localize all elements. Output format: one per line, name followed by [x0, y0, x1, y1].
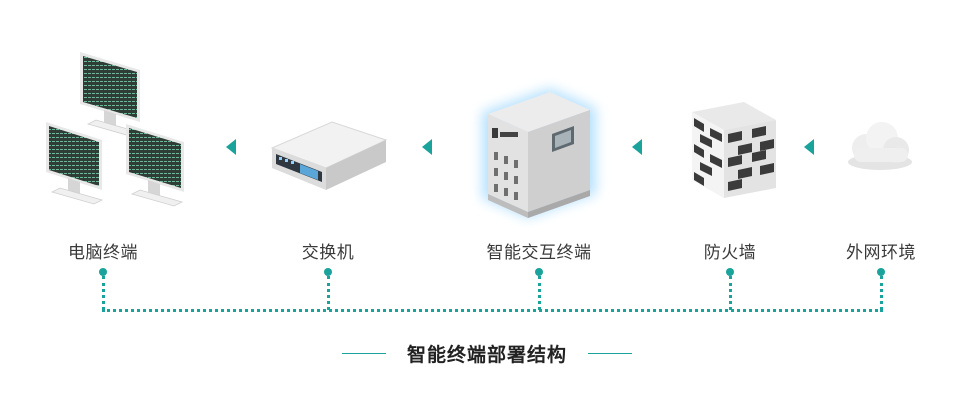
title-rule-right: [588, 353, 633, 354]
connector-line: [538, 276, 541, 310]
arrow-left-icon: [804, 139, 814, 155]
bus-line: [102, 309, 883, 312]
connector-dot: [877, 268, 885, 276]
connector-dot: [726, 268, 734, 276]
connector-line: [729, 276, 732, 310]
title-rule-left: [341, 353, 386, 354]
arrow-left-icon: [422, 139, 432, 155]
node-label-smart-interactive-terminal: 智能交互终端: [486, 243, 592, 263]
node-label-external-network: 外网环境: [846, 243, 916, 263]
connector-line: [102, 276, 105, 310]
firewall-icon: [692, 102, 776, 198]
diagram-title: 智能终端部署结构: [406, 344, 567, 366]
connector-dot: [535, 268, 543, 276]
node-label-computer-terminals: 电脑终端: [68, 243, 138, 263]
diagram-title-row: 智能终端部署结构: [0, 340, 974, 367]
cloud-icon: [848, 122, 912, 170]
connector-dot: [324, 268, 332, 276]
node-label-firewall: 防火墙: [703, 243, 757, 263]
connector-line: [880, 276, 883, 310]
connector-dot: [99, 268, 107, 276]
arrow-left-icon: [226, 139, 236, 155]
switch-icon: [270, 121, 388, 190]
node-label-switch: 交换机: [301, 243, 355, 263]
connector-line: [327, 276, 330, 310]
computer-terminals-icon: [46, 52, 184, 207]
arrow-left-icon: [632, 139, 642, 155]
smart-interactive-terminal-icon: [482, 88, 596, 218]
